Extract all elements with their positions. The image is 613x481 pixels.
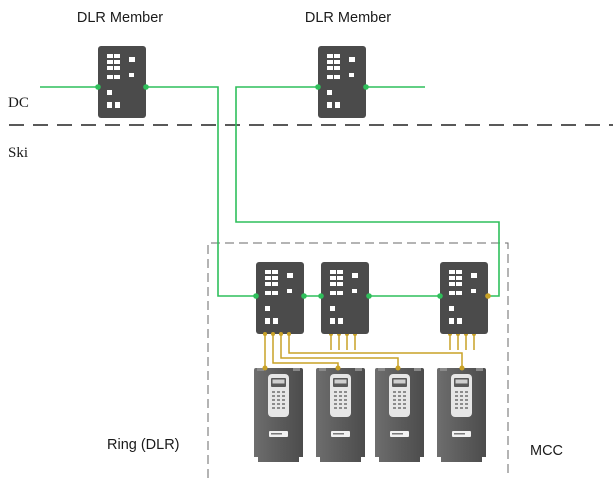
ring-switch-2-icon — [321, 262, 369, 334]
mcc-boundary — [207, 242, 509, 478]
ring-switch-3-icon — [440, 262, 488, 334]
drive-1-icon — [254, 368, 303, 462]
drive-link-3 — [280, 334, 399, 368]
drive-3-icon — [375, 368, 424, 462]
ethernet-link-member-2-to-ring-switch-3 — [235, 86, 500, 297]
mcc-label: MCC — [530, 443, 563, 459]
dc-zone-label: DC — [8, 95, 29, 111]
ethernet-port-dots — [95, 84, 443, 299]
drive-2-icon — [316, 368, 365, 462]
ring-switch-2-ports — [329, 332, 357, 350]
drive-link-4 — [288, 334, 463, 368]
ring-switch-3-ports — [448, 332, 476, 350]
ring-switch-1-icon — [256, 262, 304, 334]
ring-dlr-label: Ring (DLR) — [107, 437, 180, 453]
drive-port-dots — [262, 332, 465, 371]
ethernet-link-member-1-to-ring-switch-1 — [146, 86, 256, 297]
ring-switch-3-uplink-port-dot — [485, 293, 491, 299]
drive-link-2 — [272, 334, 339, 368]
dlr-member-1-switch-icon — [98, 46, 146, 118]
dlr-member-2-switch-icon — [318, 46, 366, 118]
dlr-member-label-1: DLR Member — [77, 10, 163, 26]
ski-zone-label: Ski — [8, 145, 28, 161]
dlr-member-label-2: DLR Member — [305, 10, 391, 26]
drive-4-icon — [437, 368, 486, 462]
